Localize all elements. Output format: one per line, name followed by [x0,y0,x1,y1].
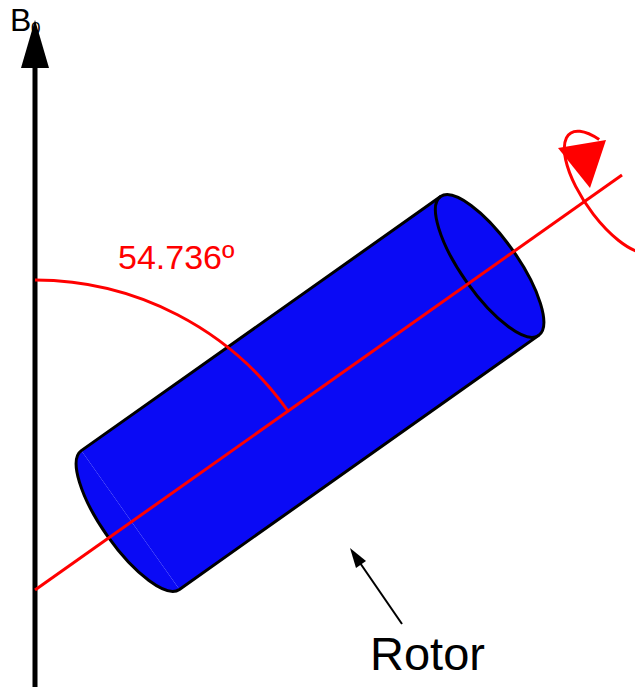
rotation-axis [35,175,622,590]
field-subscript: 0 [31,20,40,37]
spin-arrow [547,122,635,267]
field-symbol: B [10,4,31,36]
part-name: Rotor [370,630,485,677]
field-axis [33,62,38,687]
leader-arrowhead [350,548,366,568]
rotor-cylinder [58,180,561,605]
leader-line [358,560,402,624]
angle-arc [35,280,288,411]
spin-arrowhead [558,140,606,188]
angle-value: 54.736º [118,240,234,274]
